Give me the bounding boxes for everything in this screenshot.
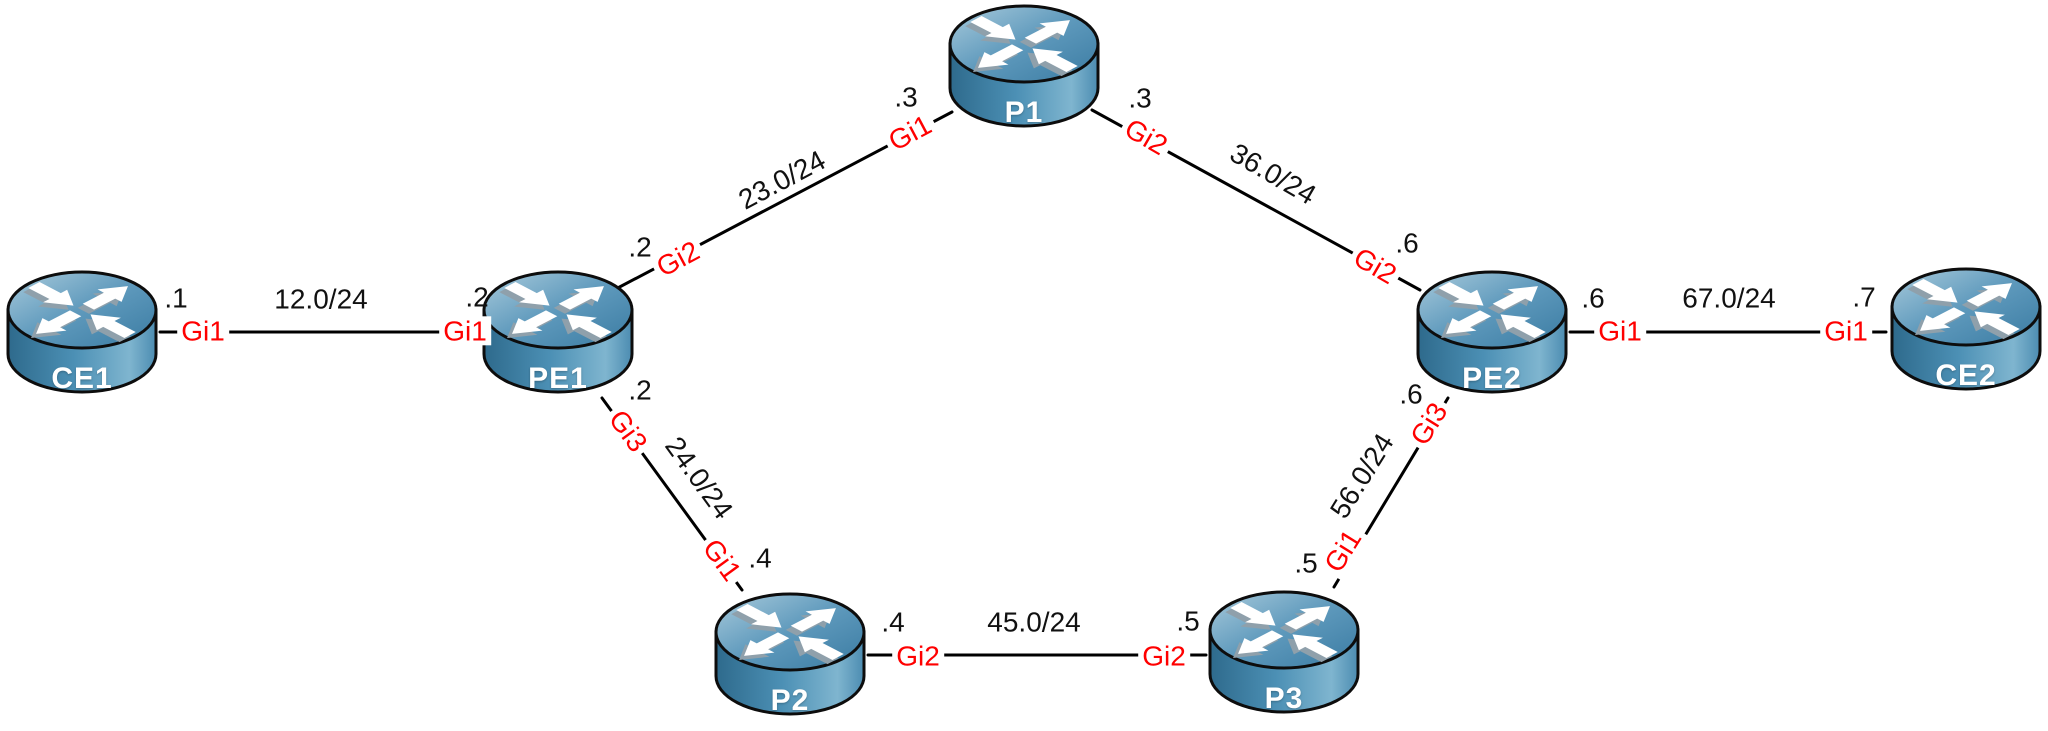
node-ce1[interactable]: CE1 — [2, 266, 162, 398]
interface-label-ce1-gi1: Gi1 — [177, 316, 229, 346]
node-label-pe1: PE1 — [528, 362, 588, 395]
network-label-12-0-24: 12.0/24 — [274, 283, 368, 315]
node-pe2[interactable]: PE2 — [1412, 266, 1572, 398]
interface-label-pe1-gi1: Gi1 — [439, 316, 491, 346]
ip-label-p2-gi2: .4 — [881, 606, 905, 638]
node-label-ce1: CE1 — [51, 362, 113, 395]
network-label-45-0-24: 45.0/24 — [987, 606, 1081, 638]
ip-label-p3-gi1: .5 — [1294, 547, 1318, 579]
interface-label-p3-gi2: Gi2 — [1138, 641, 1190, 671]
node-label-ce2: CE2 — [1935, 359, 1997, 392]
node-p3[interactable]: P3 — [1204, 586, 1364, 718]
ip-label-p1-gi2: .3 — [1128, 82, 1152, 114]
node-p2[interactable]: P2 — [710, 588, 870, 720]
ip-label-ce2-gi1: .7 — [1852, 281, 1876, 313]
ip-label-pe2-gi2: .6 — [1395, 227, 1419, 259]
ip-label-pe2-gi3: .6 — [1399, 378, 1423, 410]
node-label-pe2: PE2 — [1462, 362, 1522, 395]
node-ce2[interactable]: CE2 — [1886, 263, 2046, 395]
ip-label-pe1-gi3: .2 — [628, 374, 652, 406]
ip-label-p3-gi2: .5 — [1176, 605, 1200, 637]
ip-label-pe1-gi2: .2 — [628, 231, 652, 263]
interface-label-pe2-gi1: Gi1 — [1594, 316, 1646, 346]
node-pe1[interactable]: PE1 — [478, 266, 638, 398]
ip-label-pe2-gi1: .6 — [1581, 282, 1605, 314]
interface-label-ce2-gi1: Gi1 — [1820, 316, 1872, 346]
network-label-67-0-24: 67.0/24 — [1682, 282, 1776, 314]
ip-label-ce1-gi1: .1 — [164, 282, 188, 314]
interface-label-p2-gi2: Gi2 — [892, 641, 944, 671]
node-p1[interactable]: P1 — [944, 0, 1104, 132]
ip-label-p1-gi1: .3 — [894, 81, 918, 113]
ip-label-pe1-gi1: .2 — [465, 281, 489, 313]
node-label-p2: P2 — [770, 684, 810, 717]
node-label-p3: P3 — [1264, 682, 1304, 715]
ip-label-p2-gi1: .4 — [748, 542, 772, 574]
node-label-p1: P1 — [1004, 96, 1044, 129]
